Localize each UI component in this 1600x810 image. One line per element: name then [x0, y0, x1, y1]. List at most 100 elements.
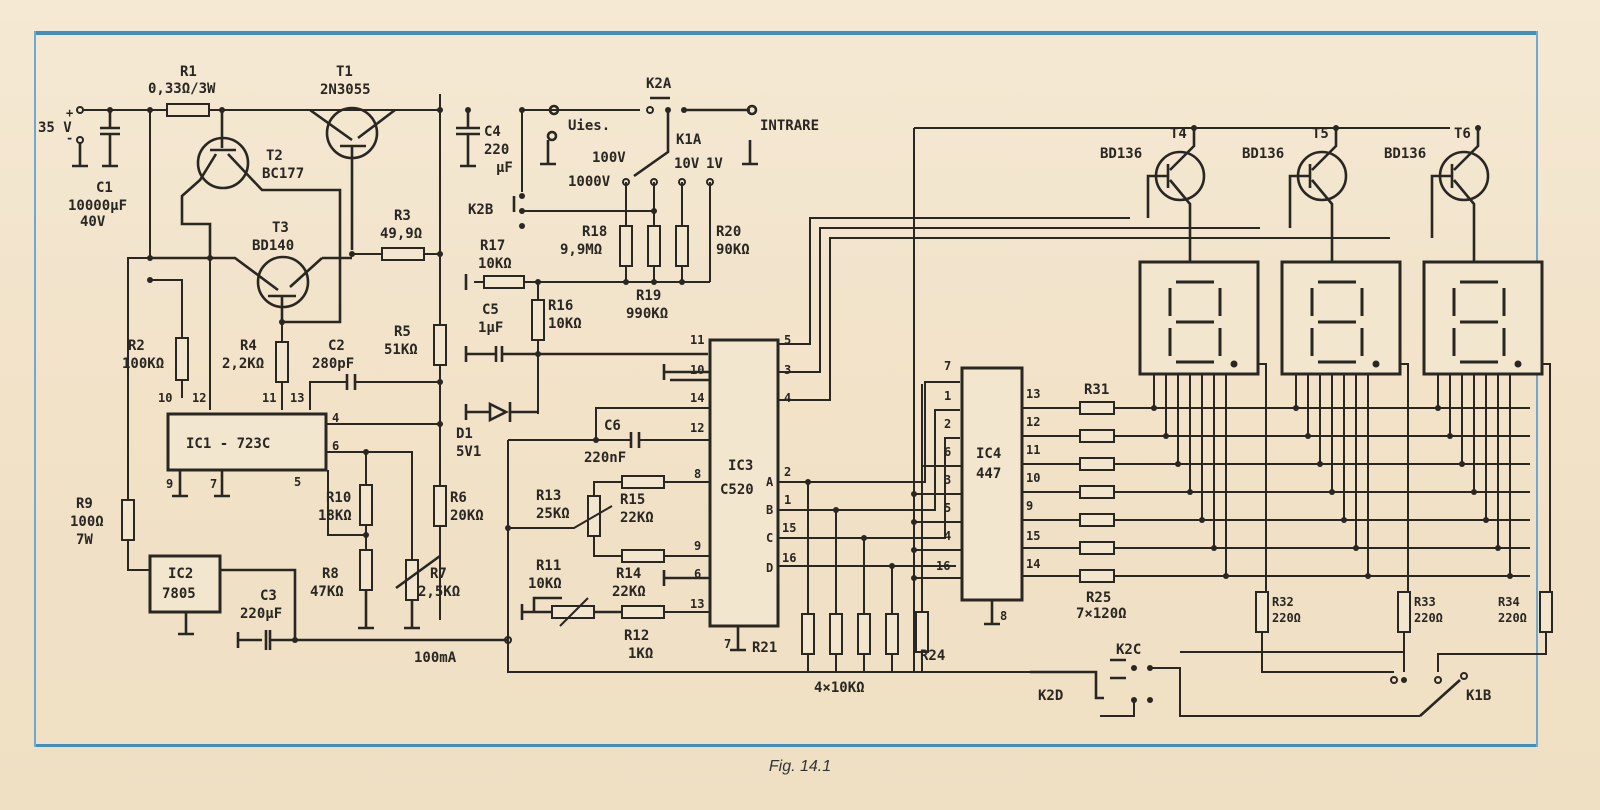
junction-dot [1475, 125, 1481, 131]
output-terminal[interactable]: Uies. [540, 104, 610, 166]
current-label: 100mA [414, 650, 457, 666]
svg-text:16: 16 [936, 559, 950, 573]
input-terminal[interactable]: INTRARE [742, 104, 819, 166]
switch-k2b[interactable]: K2B [468, 193, 657, 229]
svg-text:280pF: 280pF [312, 356, 354, 372]
svg-text:4: 4 [784, 391, 791, 405]
svg-text:13: 13 [690, 597, 704, 611]
transistor-type-t4: BD136 [1100, 146, 1142, 162]
frame-top-rule [34, 31, 1538, 35]
switch-k1b[interactable]: K1B [1390, 672, 1491, 717]
svg-text:220Ω: 220Ω [1498, 611, 1527, 625]
svg-text:12: 12 [1026, 415, 1040, 429]
svg-text:220nF: 220nF [584, 450, 626, 466]
svg-text:R3: R3 [394, 208, 411, 224]
svg-text:12: 12 [192, 391, 206, 405]
svg-text:40V: 40V [80, 214, 106, 230]
transistor-t2: T2 BC177 [180, 110, 342, 324]
junction-dot [1365, 573, 1371, 579]
junction-dot [1495, 545, 1501, 551]
transistor-leads-t5 [1288, 128, 1338, 262]
svg-text:R20: R20 [716, 224, 741, 240]
junction-dot [1305, 433, 1311, 439]
svg-text:9,9MΩ: 9,9MΩ [560, 242, 602, 258]
svg-text:2,2KΩ: 2,2KΩ [222, 356, 264, 372]
svg-text:B: B [766, 503, 773, 517]
svg-text:47KΩ: 47KΩ [310, 584, 344, 600]
capacitor-c6: C6 220nF [508, 407, 710, 466]
svg-text:C5: C5 [482, 302, 499, 318]
transistor-ref-t4: T4 [1170, 126, 1187, 142]
figure-caption: Fig. 14.1 [768, 758, 832, 775]
resistor-array-r25-r31: R31 R25 7×120Ω [1022, 382, 1530, 622]
resistor-r12: R12 1KΩ [621, 605, 710, 662]
svg-text:K2A: K2A [646, 76, 672, 92]
frame-right-rule [1536, 31, 1538, 747]
svg-text:1: 1 [784, 493, 791, 507]
svg-text:11: 11 [1026, 443, 1040, 457]
svg-text:BD140: BD140 [252, 238, 294, 254]
svg-text:R33: R33 [1414, 595, 1436, 609]
capacitor-c5: C5 1µF [464, 302, 708, 362]
svg-text:6: 6 [944, 445, 951, 459]
resistor-r5: R5 51KΩ [384, 324, 447, 366]
dp-pin [1400, 363, 1409, 592]
svg-text:1KΩ: 1KΩ [628, 646, 653, 662]
junction-dot [1483, 517, 1489, 523]
svg-text:10KΩ: 10KΩ [478, 256, 512, 272]
capacitor-c3: C3 220µF 100mA [236, 588, 508, 666]
junction-dot [1471, 489, 1477, 495]
junction-dot [1459, 461, 1465, 467]
svg-text:15: 15 [1026, 529, 1040, 543]
dp-pin [1258, 363, 1267, 592]
svg-text:10V: 10V [674, 156, 700, 172]
svg-text:R2: R2 [128, 338, 145, 354]
resistor-array-r21: R21 4×10KΩ [752, 479, 899, 696]
svg-text:22KΩ: 22KΩ [620, 510, 654, 526]
svg-text:10KΩ: 10KΩ [528, 576, 562, 592]
svg-text:C3: C3 [260, 588, 277, 604]
svg-text:25KΩ: 25KΩ [536, 506, 570, 522]
svg-text:R31: R31 [1084, 382, 1109, 398]
seven-segment-display-1 [1138, 260, 1260, 376]
svg-text:µF: µF [496, 160, 513, 176]
svg-text:IC4: IC4 [976, 446, 1001, 462]
svg-text:2: 2 [784, 465, 791, 479]
svg-text:220Ω: 220Ω [1272, 611, 1301, 625]
junction-dot [1329, 489, 1335, 495]
svg-text:T1: T1 [336, 64, 353, 80]
transistor-t3: T3 BD140 [147, 220, 355, 325]
junction-dot [1191, 125, 1197, 131]
svg-text:C1: C1 [96, 180, 113, 196]
resistor-r8: R8 47KΩ [310, 549, 374, 630]
svg-text:4×10KΩ: 4×10KΩ [814, 680, 865, 696]
svg-text:14: 14 [1026, 557, 1040, 571]
svg-text:5V1: 5V1 [456, 444, 481, 460]
svg-text:R17: R17 [480, 238, 505, 254]
junction-dot [1341, 517, 1347, 523]
svg-text:C6: C6 [604, 418, 621, 434]
ic2-7805: IC2 7805 [148, 554, 297, 640]
junction-dot [1507, 573, 1513, 579]
power-input: 35 V + - [38, 106, 88, 168]
svg-text:6: 6 [332, 439, 339, 453]
resistor-r15: R15 22KΩ [620, 475, 710, 526]
svg-text:C: C [766, 531, 773, 545]
junction-dot [1211, 545, 1217, 551]
resistor-r9: R9 100Ω 7W [70, 496, 150, 571]
svg-text:1: 1 [944, 389, 951, 403]
svg-text:7805: 7805 [162, 586, 196, 602]
minus-sign: - [66, 131, 73, 145]
svg-text:R15: R15 [620, 492, 645, 508]
svg-text:990KΩ: 990KΩ [626, 306, 668, 322]
capacitor-c2: C2 280pF [309, 338, 443, 410]
svg-text:R4: R4 [240, 338, 257, 354]
svg-text:51KΩ: 51KΩ [384, 342, 418, 358]
svg-text:100V: 100V [592, 150, 626, 166]
switch-k2c-k2d[interactable]: K2C K2D [1030, 642, 1420, 717]
svg-text:R12: R12 [624, 628, 649, 644]
svg-text:7W: 7W [76, 532, 93, 548]
junction-dot [1151, 405, 1157, 411]
